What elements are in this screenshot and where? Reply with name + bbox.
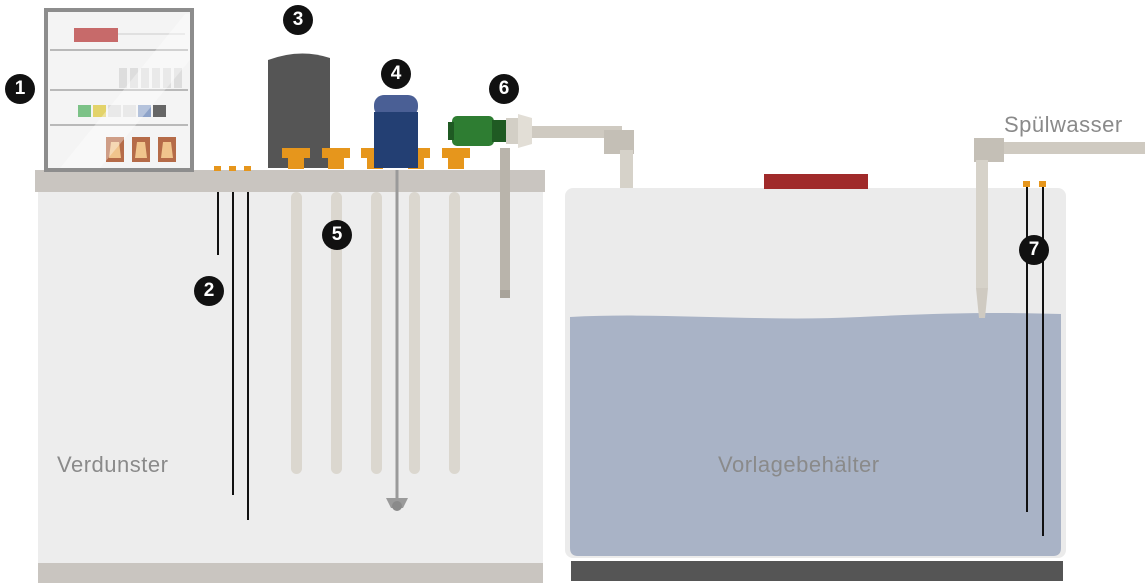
marker-4: 4 <box>381 59 411 89</box>
evaporator-inlet-pipe <box>500 148 510 298</box>
marker-2: 2 <box>194 276 224 306</box>
heating-elements <box>291 192 460 474</box>
marker-6: 6 <box>489 74 519 104</box>
feed-pump <box>448 114 532 148</box>
control-cabinet <box>44 8 194 172</box>
heater-unit <box>268 53 330 168</box>
marker-1: 1 <box>5 74 35 104</box>
storage-tank-label: Vorlagebehälter <box>718 452 880 477</box>
evaporator-tank <box>35 170 545 583</box>
evaporator-label: Verdunster <box>57 452 169 477</box>
marker-7: 7 <box>1019 235 1049 265</box>
marker-3: 3 <box>283 5 313 35</box>
rinse-water-label: Spülwasser <box>1004 112 1123 137</box>
level-sensors-evaporator <box>214 166 251 520</box>
marker-5: 5 <box>322 220 352 250</box>
agitator <box>386 170 408 511</box>
agitator-motor <box>374 95 418 168</box>
rinse-water-pipe <box>974 138 1145 318</box>
storage-tank <box>565 174 1066 581</box>
